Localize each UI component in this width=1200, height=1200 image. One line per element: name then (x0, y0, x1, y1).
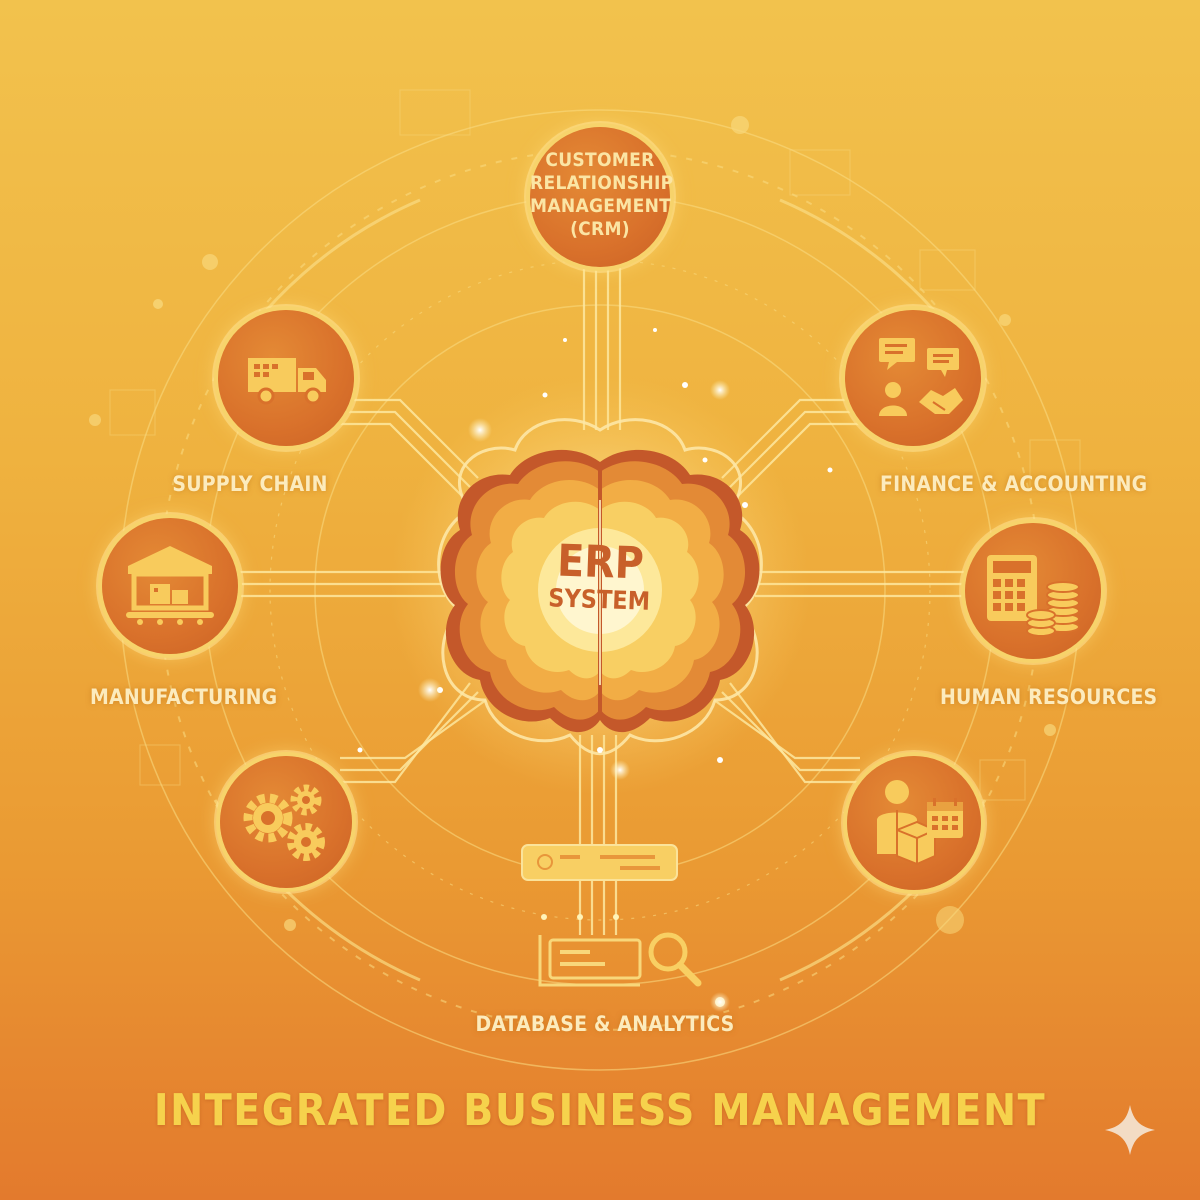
crm-label-line-3: MANAGEMENT (530, 195, 672, 217)
crm-label-line-4: (CRM) (570, 218, 630, 240)
tech-rectangles (109, 89, 1081, 801)
supply-chain-label: SUPPLY CHAIN (172, 472, 328, 496)
database-analytics-graphic (521, 844, 702, 987)
warehouse-icon (126, 546, 214, 625)
chat-handshake-icon (879, 338, 963, 416)
sparkle-icon (1105, 1105, 1155, 1155)
crm-label-line-1: CUSTOMER (545, 149, 655, 171)
crm-label-line-2: RELATIONSHIP (530, 172, 674, 194)
finance-label: FINANCE & ACCOUNTING (880, 472, 1148, 496)
erp-hub-title: ERP (556, 535, 645, 590)
erp-hub-brain (440, 449, 760, 733)
worker-box-calendar-icon (877, 780, 963, 866)
cloud-outline (437, 418, 763, 756)
supply-chain-module (218, 310, 354, 446)
gears-icon (243, 784, 325, 861)
truck-icon (248, 358, 326, 405)
calculator-coins-icon (987, 555, 1080, 637)
hr-module (965, 523, 1101, 659)
database-analytics-label: DATABASE & ANALYTICS (475, 1012, 735, 1036)
erp-hub-label: ERP SYSTEM (489, 536, 711, 618)
page-title: INTEGRATED BUSINESS MANAGEMENT (153, 1085, 1047, 1136)
finance-module (845, 310, 981, 446)
worker-module (847, 756, 981, 890)
manufacturing-label: MANUFACTURING (90, 685, 278, 709)
gears-module (220, 756, 352, 888)
crm-label: CUSTOMER RELATIONSHIP MANAGEMENT (CRM) (530, 149, 674, 241)
hr-label: HUMAN RESOURCES (940, 685, 1158, 709)
crm-module: CUSTOMER RELATIONSHIP MANAGEMENT (CRM) (530, 127, 674, 267)
manufacturing-module (102, 518, 238, 654)
